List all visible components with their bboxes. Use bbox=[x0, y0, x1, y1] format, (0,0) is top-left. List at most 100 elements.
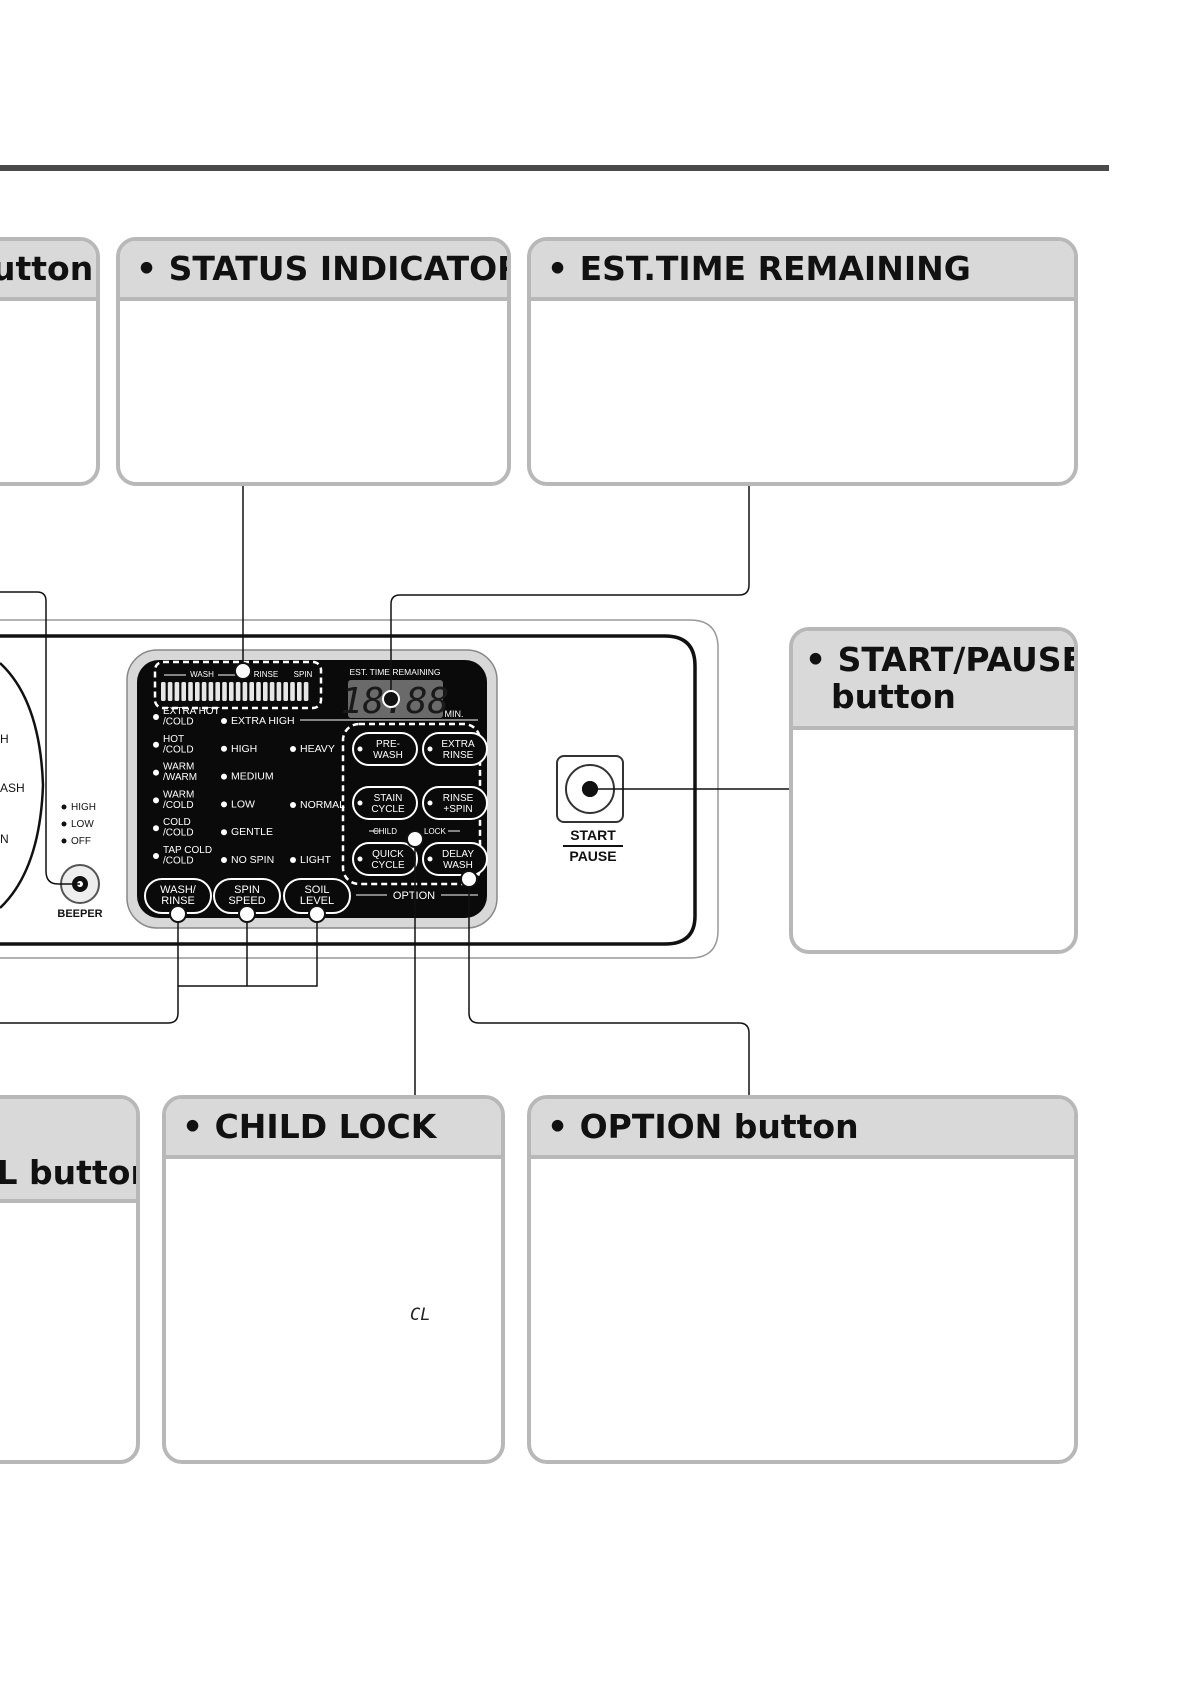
status-bar-segment bbox=[215, 682, 220, 701]
program-dial-label: H bbox=[0, 732, 9, 746]
status-bar-segment bbox=[276, 682, 282, 701]
status-bar-segment bbox=[161, 682, 166, 701]
wash-rinse-option: HOT/COLD bbox=[163, 734, 194, 756]
callout-level-button-partial: EL button bbox=[0, 1095, 140, 1464]
callout-anchor-dot bbox=[234, 662, 252, 680]
status-bar-segment bbox=[256, 682, 261, 701]
callout-est-time-remaining: • EST.TIME REMAINING bbox=[527, 237, 1078, 486]
indicator-dot bbox=[61, 821, 67, 827]
spin-speed-option: HIGH bbox=[231, 743, 257, 755]
wash-rinse-option: TAP COLD/COLD bbox=[163, 845, 212, 867]
indicator-dot bbox=[221, 745, 227, 752]
indicator-dot bbox=[221, 718, 227, 724]
status-bar-segment bbox=[181, 682, 186, 701]
beeper-level-list: HIGH LOW OFF bbox=[61, 802, 96, 847]
leader-beeper bbox=[0, 591, 80, 885]
child-lock-small-label: LOCK bbox=[424, 827, 446, 836]
wash-rinse-option: WARM/COLD bbox=[163, 789, 194, 811]
callout-header: utton bbox=[0, 241, 96, 301]
callout-anchor-dot bbox=[169, 905, 187, 923]
callout-header: • OPTION button bbox=[531, 1099, 1074, 1159]
option-button[interactable]: RINSE+SPIN bbox=[422, 786, 488, 820]
status-bar-segment bbox=[283, 682, 288, 701]
indicator-dot bbox=[221, 773, 227, 780]
callout-anchor-dot bbox=[382, 690, 400, 708]
option-button-label: PRE-WASH bbox=[373, 739, 403, 761]
soil-level-option: LIGHT bbox=[300, 854, 332, 866]
callout-anchor-dot bbox=[460, 870, 478, 888]
indicator-dot bbox=[153, 714, 159, 720]
indicator-dot bbox=[153, 741, 159, 748]
status-bar-segment bbox=[303, 682, 309, 701]
indicator-dot bbox=[221, 801, 227, 808]
function-button-label: WASH/RINSE bbox=[160, 884, 197, 907]
callout-header: EL button bbox=[0, 1099, 136, 1203]
spin-speed-option: EXTRA HIGH bbox=[231, 715, 295, 727]
status-indicator-frame bbox=[153, 660, 323, 710]
callout-anchor-dot bbox=[308, 905, 326, 923]
status-bar-segment bbox=[188, 682, 193, 701]
pause-label: PAUSE bbox=[569, 848, 616, 864]
program-dial-partial bbox=[0, 662, 45, 909]
status-bar-segment bbox=[290, 682, 295, 701]
wash-rinse-list: EXTRA HOT/COLDHOT/COLDWARM/WARMWARM/COLD… bbox=[153, 706, 220, 867]
status-segment-rinse: RINSE bbox=[254, 670, 278, 679]
indicator-dot bbox=[221, 829, 227, 836]
status-bar-segment bbox=[242, 682, 248, 701]
callout-option-button: • OPTION button bbox=[527, 1095, 1078, 1464]
indicator-dot bbox=[153, 769, 159, 776]
indicator-dot bbox=[290, 746, 296, 752]
function-button[interactable]: WASH/RINSE bbox=[144, 878, 212, 914]
status-bar-segment bbox=[249, 682, 254, 701]
status-bar-segment bbox=[174, 682, 180, 701]
child-lock-small-label: CHILD bbox=[373, 827, 397, 836]
leader-option bbox=[468, 880, 750, 1095]
status-bar-graph bbox=[161, 682, 309, 701]
indicator-dot bbox=[153, 797, 159, 804]
leader-est-time bbox=[390, 486, 750, 699]
indicator-dot bbox=[61, 838, 67, 844]
status-bar-segment bbox=[263, 682, 268, 701]
callout-leaders bbox=[0, 486, 789, 1095]
beeper-level-label: LOW bbox=[71, 819, 94, 830]
indicator-dot bbox=[290, 857, 296, 863]
option-button-label: RINSE+SPIN bbox=[443, 793, 474, 815]
option-label: OPTION bbox=[393, 890, 435, 902]
child-lock-display-glyph: CL bbox=[410, 1305, 431, 1325]
beeper-label: BEEPER bbox=[57, 908, 102, 920]
soil-level-option: NORMAL bbox=[300, 799, 345, 811]
program-dial-label: N bbox=[0, 832, 9, 846]
wash-rinse-option: WARM/WARM bbox=[163, 762, 197, 784]
callout-anchor-dot bbox=[582, 781, 598, 797]
start-label: START bbox=[570, 827, 616, 843]
callout-anchor-dot bbox=[406, 830, 424, 848]
indicator-dot bbox=[153, 853, 159, 859]
beeper-level-label: HIGH bbox=[71, 802, 96, 813]
status-bar-segment bbox=[229, 682, 234, 701]
callout-header-text: EL button bbox=[0, 1153, 136, 1192]
callout-start-pause: • START/PAUSE button bbox=[789, 627, 1078, 954]
status-bar-segment bbox=[222, 682, 227, 701]
program-dial-label: ASH bbox=[0, 781, 25, 795]
beeper-level-label: OFF bbox=[71, 836, 91, 847]
status-bar-segment bbox=[297, 682, 302, 701]
soil-level-option: HEAVY bbox=[300, 743, 335, 755]
wash-rinse-option: COLD/COLD bbox=[163, 817, 194, 839]
callout-child-lock: • CHILD LOCK bbox=[162, 1095, 505, 1464]
est-time-unit: MIN. bbox=[445, 709, 464, 719]
option-button[interactable]: PRE-WASH bbox=[352, 732, 418, 766]
